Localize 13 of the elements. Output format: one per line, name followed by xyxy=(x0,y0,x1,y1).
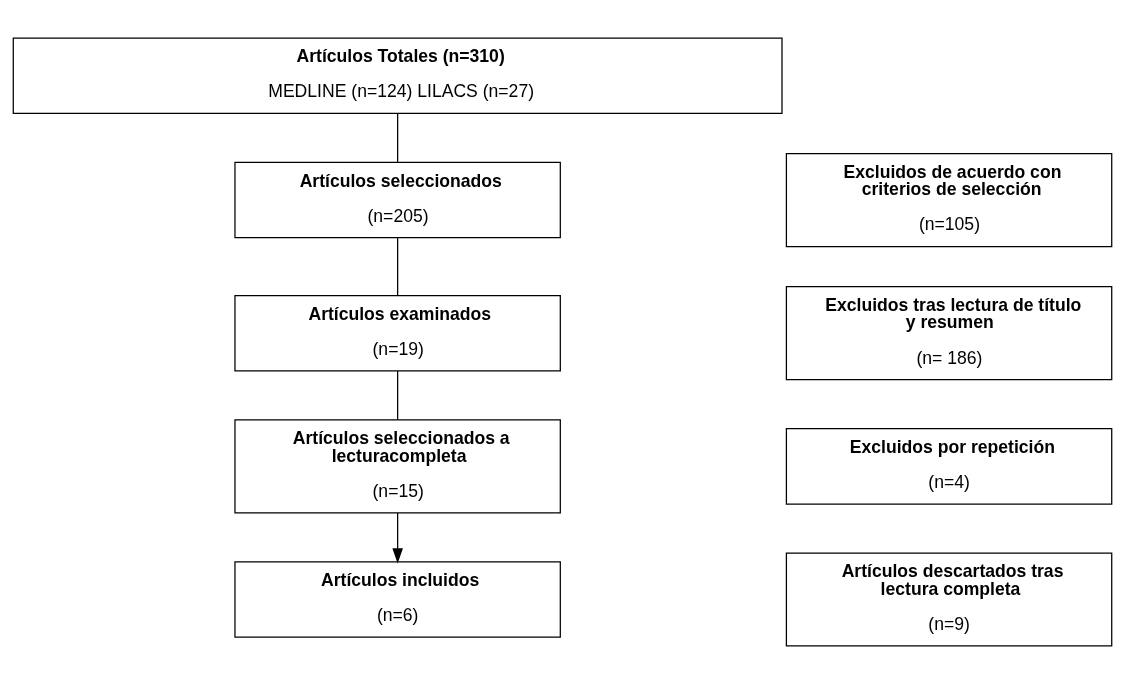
node-box: Artículos seleccionados a lecturacompleta (n=15) xyxy=(234,419,561,514)
node-box: Artículos descartados tras lectura completa (n=9) xyxy=(785,552,1113,647)
node-box: Artículos incluidos (n=6) xyxy=(234,561,561,638)
node-box: Artículos examinados (n=19) xyxy=(234,294,561,372)
node-box: Artículos Totales (n=310) MEDLINE (n=124) LILACS (n=27) xyxy=(12,37,783,114)
connector xyxy=(397,113,399,163)
connector xyxy=(397,370,399,421)
node-box: Excluidos de acuerdo con criterios de selección (n=105) xyxy=(785,152,1113,248)
arrow xyxy=(392,512,403,564)
node-box: Excluidos por repetición (n=4) xyxy=(785,428,1113,505)
node-box: Excluidos tras lectura de título y resumen (n= 186) xyxy=(785,286,1113,381)
node-box: Artículos seleccionados (n=205) xyxy=(234,161,561,239)
connector xyxy=(397,237,399,296)
